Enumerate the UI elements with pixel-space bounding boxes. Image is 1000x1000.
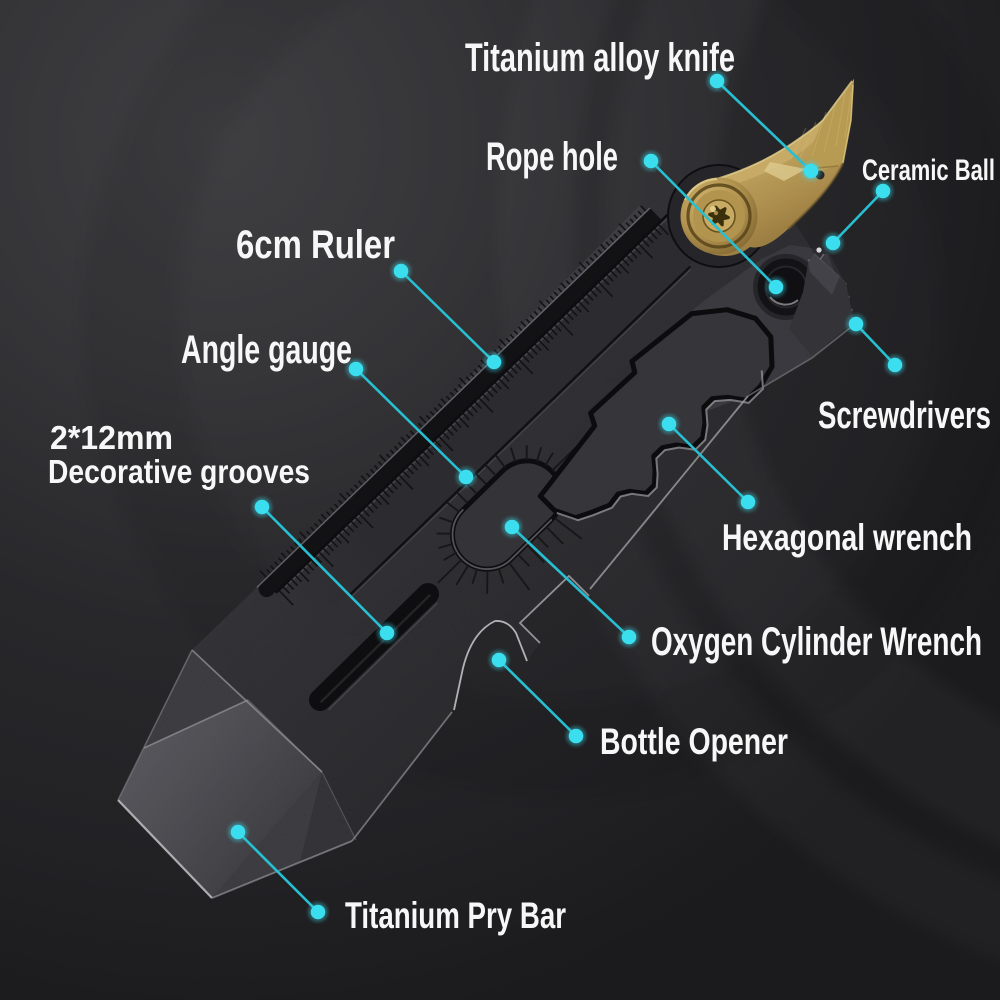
svg-text:Hexagonal wrench: Hexagonal wrench — [722, 517, 972, 558]
svg-text:Ceramic Ball: Ceramic Ball — [862, 154, 995, 187]
svg-text:Bottle Opener: Bottle Opener — [600, 721, 788, 762]
svg-text:2*12mm: 2*12mm — [50, 419, 173, 456]
svg-text:Screwdrivers: Screwdrivers — [818, 395, 991, 437]
svg-text:Titanium alloy knife: Titanium alloy knife — [465, 36, 735, 80]
svg-text:Oxygen Cylinder Wrench: Oxygen Cylinder Wrench — [651, 620, 982, 664]
svg-text:Angle gauge: Angle gauge — [181, 328, 352, 372]
svg-text:6cm Ruler: 6cm Ruler — [236, 223, 395, 267]
svg-text:Titanium Pry Bar: Titanium Pry Bar — [345, 895, 566, 936]
svg-text:Decorative grooves: Decorative grooves — [48, 453, 310, 490]
svg-text:Rope hole: Rope hole — [486, 135, 618, 179]
